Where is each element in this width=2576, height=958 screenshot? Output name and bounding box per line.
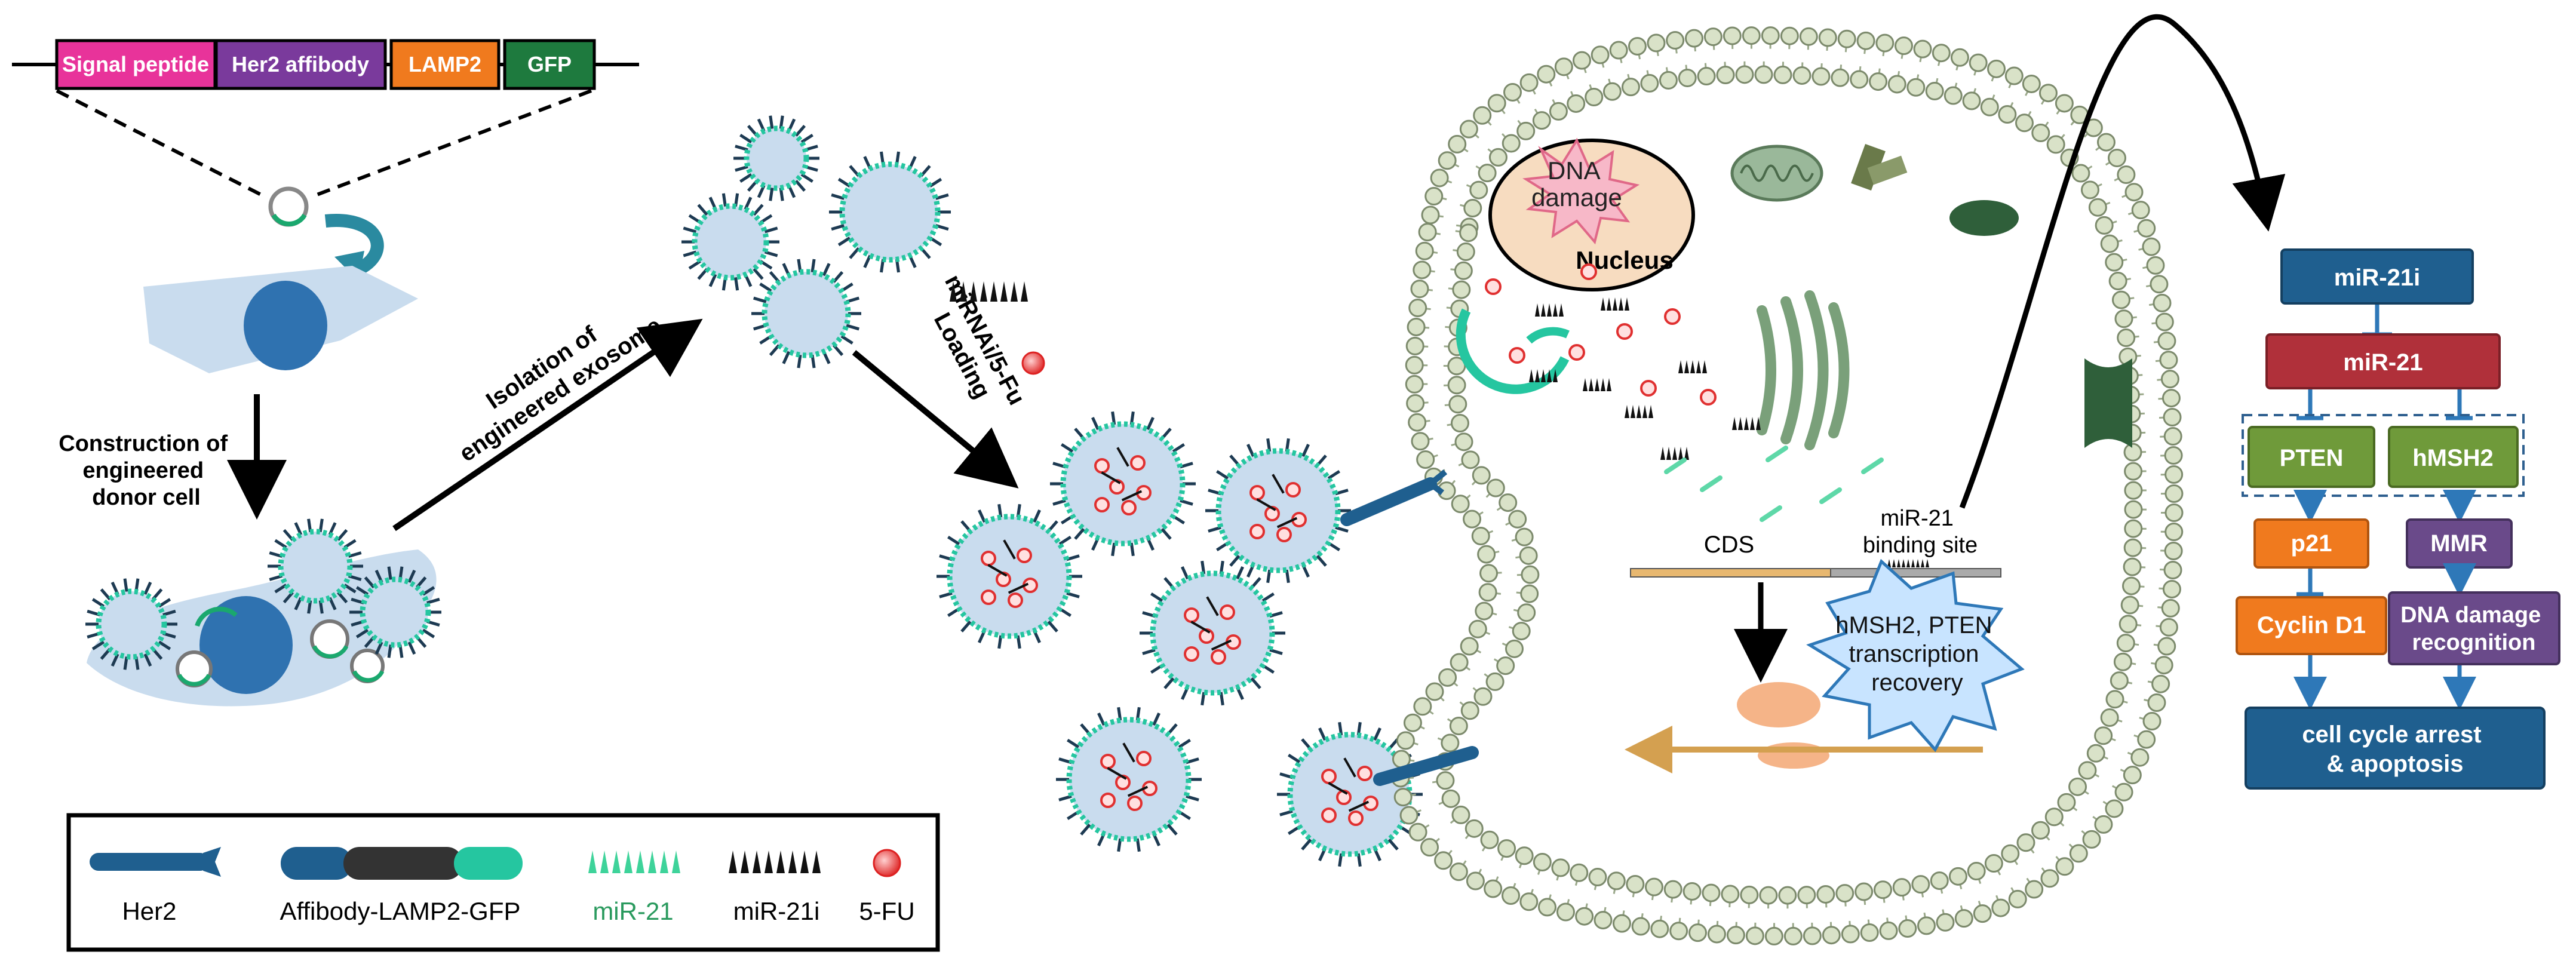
loaded-exosomes xyxy=(937,411,1423,867)
loaded-exosome xyxy=(937,503,1082,649)
recovery-label: hMSH2, PTEN transcription recovery xyxy=(1835,612,1998,696)
empty-exosome xyxy=(829,151,951,273)
legend-mir21i-label: miR-21i xyxy=(733,897,820,925)
recovery-burst xyxy=(1806,558,2025,753)
mir21-box-label: miR-21 xyxy=(2343,349,2423,376)
signaling-pathway: miR-21i miR-21 PTEN hMSH2 p21 MMR Cyclin… xyxy=(2236,248,2560,790)
gene-construct: Signal peptide Her2 affibody LAMP2 GFP xyxy=(12,39,639,199)
dna-recognition-box xyxy=(2388,591,2560,665)
vesicle-organelle xyxy=(1949,200,2019,236)
membrane-channel-icon xyxy=(2084,358,2132,448)
donor-cell-nucleus xyxy=(244,281,327,370)
hmsh2-box-label: hMSH2 xyxy=(2412,445,2494,471)
legend-mir21-label: miR-21 xyxy=(592,897,673,925)
p21-box xyxy=(2253,518,2369,569)
legend-affibody-label: Affibody-LAMP2-GFP xyxy=(280,897,520,925)
construction-step-label: Construction of engineered donor cell xyxy=(59,431,234,510)
cyclin-box xyxy=(2236,596,2387,655)
loaded-exosome xyxy=(1140,560,1285,706)
legend-her2-label: Her2 xyxy=(122,897,176,925)
empty-exosome xyxy=(751,259,861,369)
centriole-icon xyxy=(1851,143,1908,191)
golgi-icon xyxy=(1757,290,1850,450)
target-cell-membrane xyxy=(1391,26,2184,945)
empty-exosomes xyxy=(85,115,951,670)
mir21i-box-label: miR-21i xyxy=(2334,265,2421,291)
pten-hmsh2-group xyxy=(2242,414,2525,497)
mrna-transcript: CDS miR-21 binding site xyxy=(1630,506,2001,578)
mir21i-box xyxy=(2280,248,2474,305)
mir21-box xyxy=(2265,333,2501,389)
dna-recognition-label: DNA damage recognition xyxy=(2400,603,2547,655)
empty-exosome xyxy=(681,193,779,291)
empty-exosome xyxy=(349,566,441,658)
loaded-exosome xyxy=(1050,411,1196,557)
binding-site-segment xyxy=(1830,568,2001,578)
engineered-cell-nucleus xyxy=(199,596,293,694)
legend-mir21-icon xyxy=(588,850,680,873)
fu-loading-icon xyxy=(1021,351,1045,375)
her2-receptor-lower xyxy=(1373,746,1479,786)
legend-fu-icon xyxy=(873,849,901,877)
cds-label: CDS xyxy=(1704,532,1754,558)
lamp2-box xyxy=(389,39,501,90)
hmsh2-box xyxy=(2388,426,2519,488)
loaded-exosome xyxy=(1205,438,1351,584)
lamp2-label: LAMP2 xyxy=(409,52,481,76)
empty-exosome xyxy=(733,115,819,201)
mmr-box-label: MMR xyxy=(2430,530,2488,557)
legend: Her2 Affibody-LAMP2-GFP miR-21 miR-21i 5… xyxy=(66,813,940,952)
cds-segment xyxy=(1630,568,1831,578)
outcome-box xyxy=(2245,707,2546,790)
binding-site-label: miR-21 binding site xyxy=(1863,506,1978,558)
ribosome-icon xyxy=(1737,682,1829,769)
pten-box-label: PTEN xyxy=(2280,445,2344,471)
gfp-box xyxy=(503,39,596,90)
her2-affibody-box xyxy=(214,39,387,90)
legend-fu-label: 5-FU xyxy=(859,897,914,925)
mitochondrion-icon xyxy=(1730,145,1823,202)
signal-peptide-label: Signal peptide xyxy=(62,52,209,76)
gfp-label: GFP xyxy=(527,52,572,76)
loaded-exosome xyxy=(1056,707,1202,852)
released-cargo xyxy=(1485,263,1929,567)
legend-affibody-icon xyxy=(281,847,523,880)
cyclin-box-label: Cyclin D1 xyxy=(2257,612,2366,638)
dna-damage-label: DNA damage xyxy=(1531,156,1622,211)
her2-receptor xyxy=(1340,469,1448,526)
legend-mir21i-icon xyxy=(729,850,821,873)
outcome-label: cell cycle arrest & apoptosis xyxy=(2302,721,2488,777)
plasmid xyxy=(268,186,309,227)
empty-exosome xyxy=(268,518,363,614)
pten-box xyxy=(2248,426,2375,488)
legend-her2-icon xyxy=(90,847,221,877)
mir21i-loading-icon xyxy=(950,281,1028,302)
her2-affibody-label: Her2 affibody xyxy=(232,52,369,76)
empty-exosome xyxy=(85,578,177,670)
isolation-step-label: Isolation of engineered exosome xyxy=(438,288,666,467)
pathway-link-arrow xyxy=(1959,14,2286,509)
p21-box-label: p21 xyxy=(2291,530,2332,557)
curved-arrow-icon xyxy=(324,214,384,278)
dna-damage-burst-icon xyxy=(1522,137,1640,245)
